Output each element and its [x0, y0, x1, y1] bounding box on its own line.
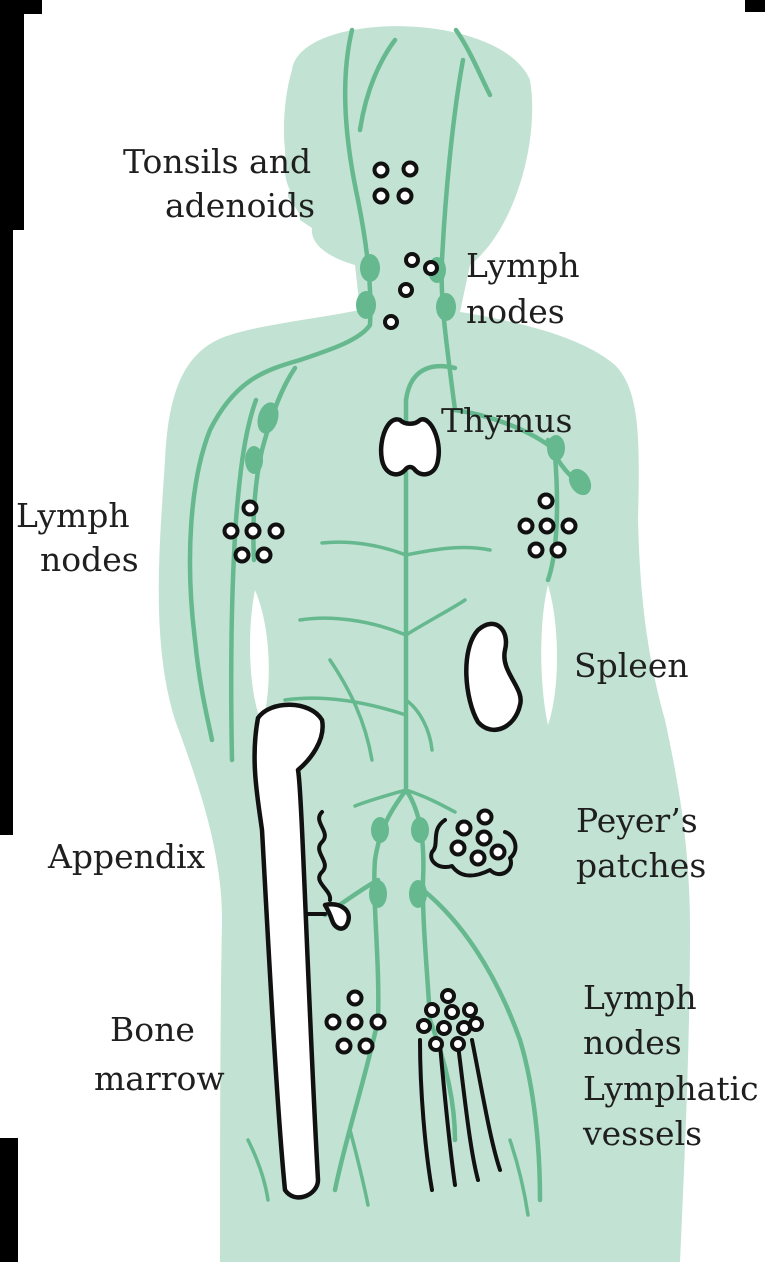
label-neck-nodes-line2: nodes	[466, 292, 565, 331]
label-tonsils-line2: adenoids	[165, 186, 315, 225]
label-vessels-line2: vessels	[582, 1114, 702, 1153]
label-thymus: Thymus	[441, 401, 572, 440]
label-neck-nodes-line1: Lymph	[466, 246, 580, 285]
label-armpit-nodes-line1: Lymph	[16, 496, 130, 535]
label-tonsils-line1: Tonsils and	[123, 142, 311, 181]
label-appendix: Appendix	[47, 837, 206, 876]
label-spleen: Spleen	[574, 646, 689, 685]
label-bone-marrow-line1: Bone	[110, 1010, 195, 1049]
label-peyers-line2: patches	[576, 846, 706, 885]
label-armpit-nodes-line2: nodes	[40, 540, 139, 579]
thymus-organ	[381, 419, 439, 474]
label-peyers-line1: Peyer’s	[576, 801, 698, 840]
label-bone-marrow-line2: marrow	[94, 1059, 225, 1098]
label-vessels-line1: Lymphatic	[583, 1069, 759, 1108]
label-groin-nodes-line2: nodes	[583, 1023, 682, 1062]
label-groin-nodes-line1: Lymph	[583, 978, 697, 1017]
